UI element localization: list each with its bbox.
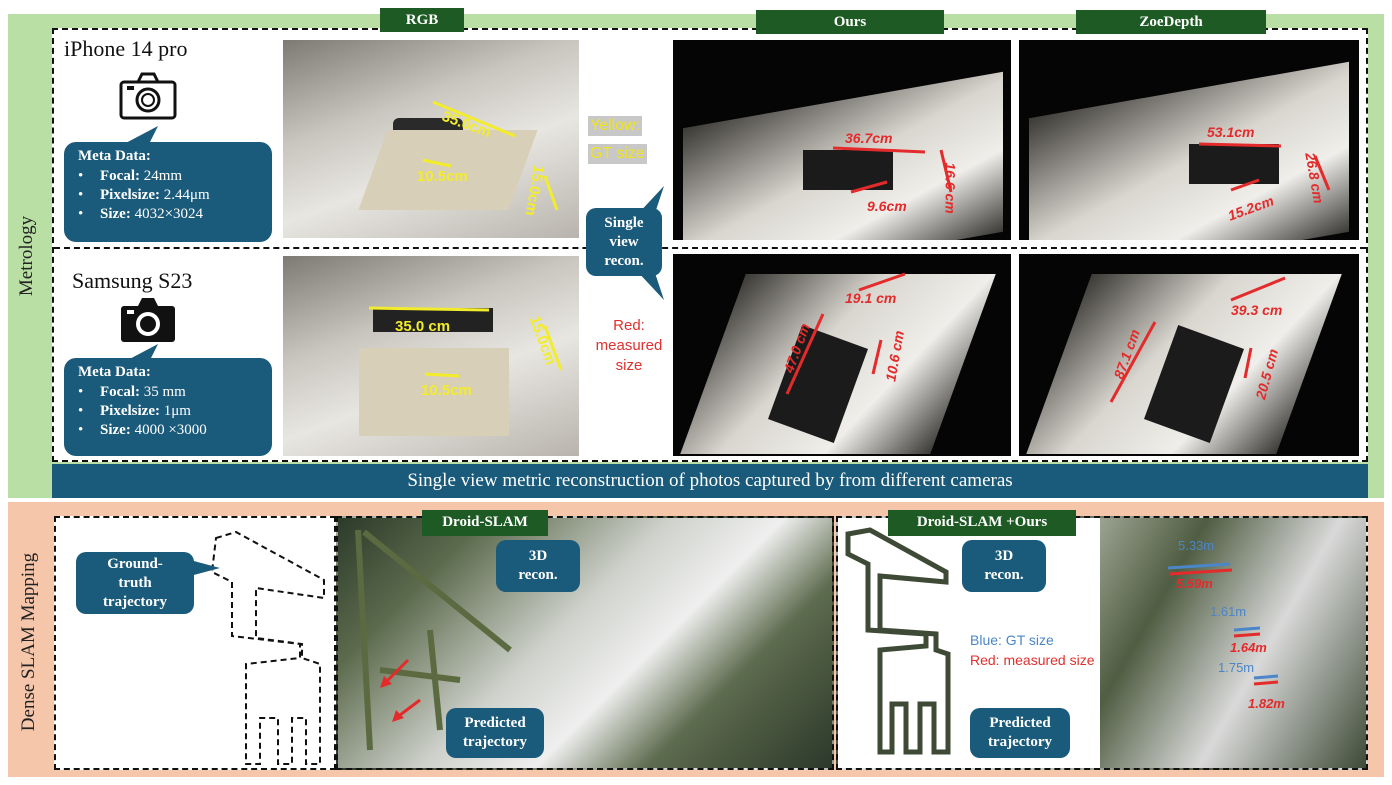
focal-label: Focal: (100, 168, 140, 184)
camera-outline-icon (118, 70, 178, 122)
metrology-side-label: Metrology (16, 215, 37, 297)
callout-line: trajectory (102, 593, 168, 610)
zoe-recon-1: 53.1cm 26.8 cm 15.2cm (1019, 40, 1359, 240)
focal-value: 24mm (139, 168, 183, 184)
slam-measured-label: 5.59m (1176, 576, 1213, 591)
slam-gt-label: 1.61m (1210, 604, 1247, 619)
predicted-trajectory-droid (340, 520, 540, 766)
legend-red-line: Red: (613, 317, 645, 334)
row-divider (54, 247, 1366, 249)
legend-yellow-1: Yellow: (588, 116, 643, 136)
ours-recon-1: 36.7cm 16.6 cm 9.6cm (673, 40, 1011, 240)
caption-bar: Single view metric reconstruction of pho… (52, 464, 1368, 498)
callout-line: trajectory (987, 734, 1053, 750)
callout-line: 3D (994, 548, 1014, 564)
gt-trajectory-path (56, 518, 334, 768)
callout-line: Ground- (107, 555, 163, 572)
rgb-label: 35.0 cm (395, 318, 451, 335)
legend-yellow-2: GT size (588, 144, 647, 164)
size-label: Size: (100, 206, 131, 222)
focal-value: 35 mm (139, 384, 186, 400)
header-zoedepth: ZoeDepth (1076, 10, 1266, 34)
callout-line: Predicted (464, 715, 526, 731)
size-label: Size: (100, 422, 131, 438)
legend-red-line: size (615, 357, 643, 374)
slam-legend-blue: Blue: GT size (970, 632, 1054, 648)
meta-box-2: Meta Data: •Focal: 35 mm •Pixelsize: 1μm… (64, 358, 272, 456)
zoe-recon-2: 39.3 cm 87.1 cm 20.5 cm (1019, 254, 1359, 456)
slam-legend-red: Red: measured size (970, 652, 1095, 668)
header-ours: Ours (756, 10, 944, 34)
pixelsize-label: Pixelsize: (100, 403, 160, 419)
recon-3d-callout: 3D recon. (496, 540, 580, 592)
camera-filled-icon (118, 294, 178, 346)
pixelsize-value: 2.44μm (159, 187, 210, 203)
size-value: 4032×3024 (130, 206, 204, 222)
callout-line: 3D (528, 548, 548, 564)
header-droid-slam: Droid-SLAM (422, 510, 548, 536)
callout-line: Single (604, 214, 644, 231)
slam-gt-label: 1.75m (1218, 660, 1255, 675)
predicted-trajectory-callout: Predicted trajectory (970, 708, 1070, 758)
recon-3d-callout: 3D recon. (962, 540, 1046, 592)
slam-measured-label: 1.64m (1230, 640, 1267, 655)
callout-line: recon. (518, 567, 558, 583)
predicted-trajectory-callout: Predicted trajectory (446, 708, 544, 758)
slam-measured-label: 1.82m (1248, 696, 1285, 711)
callout-line: truth (118, 574, 152, 591)
single-view-callout: Single view recon. (586, 208, 662, 276)
callout-line: recon. (604, 252, 644, 269)
callout-line: trajectory (462, 734, 528, 750)
ours-label: 19.1 cm (845, 290, 897, 306)
ours-label: 9.6cm (867, 198, 907, 214)
slam-side-label: Dense SLAM Mapping (18, 552, 39, 732)
rgb-photo-2: 35.0 cm 10.5cm 15.0cm (283, 256, 579, 456)
ours-label: 36.7cm (845, 130, 893, 146)
rgb-photo-1: 35.0cm 10.5cm 15.0cm (283, 40, 579, 238)
meta-title: Meta Data: (78, 364, 151, 380)
predicted-trajectory-ours (840, 520, 1100, 766)
droid-slam-panel (336, 516, 834, 770)
gt-trajectory-callout: Ground- truth trajectory (76, 552, 194, 614)
rgb-label: 10.5cm (417, 168, 468, 185)
legend-red: Red: measured size (586, 316, 672, 376)
red-arrow-icon (378, 656, 412, 690)
header-rgb: RGB (380, 8, 464, 32)
pixelsize-label: Pixelsize: (100, 187, 160, 203)
callout-pointer (636, 270, 666, 300)
callout-line: Predicted (989, 715, 1051, 731)
red-arrow-icon (390, 696, 424, 724)
meta-pointer-1 (120, 126, 160, 146)
camera-2-name: Samsung S23 (72, 268, 193, 293)
rgb-label: 10.5cm (421, 382, 472, 399)
size-value: 4000 ×3000 (130, 422, 207, 438)
pixelsize-value: 1μm (159, 403, 191, 419)
callout-line: view (609, 233, 639, 250)
ours-recon-2: 19.1 cm 47.0 cm 10.6 cm (673, 254, 1011, 456)
zoe-label: 39.3 cm (1231, 302, 1283, 318)
slam-measure-lines (1167, 562, 1279, 686)
focal-label: Focal: (100, 384, 140, 400)
meta-title: Meta Data: (78, 148, 151, 164)
callout-pointer (190, 556, 220, 578)
meta-box-1: Meta Data: •Focal: 24mm •Pixelsize: 2.44… (64, 142, 272, 242)
ours-label: 16.6 cm (942, 162, 959, 214)
callout-line: recon. (984, 567, 1024, 583)
zoe-label: 53.1cm (1207, 124, 1255, 140)
slam-gt-label: 5.33m (1178, 538, 1215, 553)
header-droid-slam-ours: Droid-SLAM +Ours (888, 510, 1076, 536)
camera-1-name: iPhone 14 pro (64, 36, 188, 61)
legend-red-line: measured (595, 337, 663, 354)
